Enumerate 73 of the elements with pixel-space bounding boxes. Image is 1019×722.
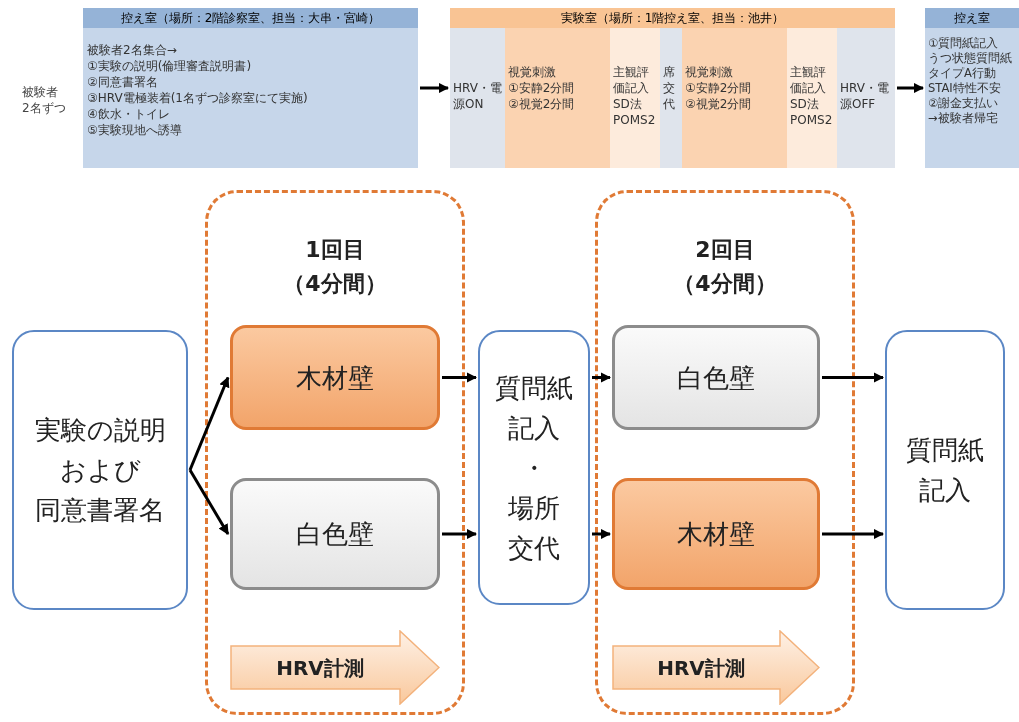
- wall-box: [612, 325, 820, 430]
- list-item: 被験者2名集合→: [86, 42, 178, 58]
- step-text: ①安静2分間: [508, 80, 576, 96]
- arrow: [897, 82, 925, 94]
- header-bar: 実験室（場所：1階控え室、担当：池井）: [450, 8, 895, 28]
- list-item: ①実験の説明(倫理審査説明書): [86, 58, 253, 74]
- arrow: [420, 82, 450, 94]
- step-column: [505, 28, 610, 168]
- step-text: HRV・電源ON: [453, 80, 503, 112]
- box-text: 木材壁: [677, 518, 755, 551]
- arrow: [822, 372, 885, 383]
- arrow: [188, 469, 230, 535]
- arrow-label: HRV計測: [656, 654, 746, 682]
- list-item: STAI特性不安: [927, 81, 1002, 96]
- list-item: タイプA行動: [927, 66, 997, 81]
- step-column: [450, 28, 505, 168]
- step-text: SD法: [613, 96, 643, 112]
- step-column: [660, 28, 682, 168]
- arrow: [592, 528, 612, 540]
- arrow: [442, 372, 478, 383]
- step-text: ①安静2分間: [685, 80, 753, 96]
- list-item: ①質問紙記入: [927, 36, 1000, 51]
- step-text: 主観評価記入: [613, 64, 650, 96]
- step-column: [837, 28, 895, 168]
- session-heading: 2回目（4分間）: [672, 236, 778, 298]
- header-bar: 控え室: [925, 8, 1019, 28]
- session-group: [205, 190, 465, 715]
- side-note: 被験者2名ずつ: [22, 84, 67, 116]
- step-text: 主観評価記入: [790, 64, 827, 96]
- box-text: 実験の説明および同意書署名: [34, 414, 166, 527]
- session-heading: 1回目（4分間）: [282, 236, 388, 298]
- step-column: [682, 28, 787, 168]
- box-text: 白色壁: [296, 518, 374, 551]
- session-group: [595, 190, 855, 715]
- list-item: →被験者帰宅: [927, 111, 999, 126]
- process-box: [885, 330, 1005, 610]
- box-text: 質問紙記入: [906, 434, 984, 507]
- step-text: POMS2: [790, 112, 834, 128]
- arrow: [822, 528, 885, 540]
- step-text: POMS2: [613, 112, 657, 128]
- arrow: [188, 376, 230, 471]
- box-text: 質問紙記入・場所交代: [495, 371, 573, 565]
- step-text: ②視覚2分間: [685, 96, 753, 112]
- room-block: [83, 8, 418, 168]
- arrow: [592, 372, 612, 383]
- process-box: [12, 330, 188, 610]
- list-item: ③HRV電極装着(1名ずつ診察室にて実施): [86, 90, 309, 106]
- list-item: ②同意書署名: [86, 74, 159, 90]
- header-bar: 控え室（場所：2階診察室、担当：大串・宮崎）: [83, 8, 418, 28]
- step-text: 席交代: [663, 64, 676, 112]
- list-item: ④飲水・トイレ: [86, 106, 171, 122]
- block-arrow: [612, 630, 820, 705]
- arrow-label: HRV計測: [275, 654, 365, 682]
- process-box: [478, 330, 590, 605]
- box-text: 木材壁: [296, 361, 374, 395]
- wall-box: [230, 325, 440, 430]
- room-block: [925, 8, 1019, 168]
- step-text: 視覚刺激: [685, 64, 734, 80]
- step-text: HRV・電源OFF: [840, 80, 890, 112]
- step-text: SD法: [790, 96, 820, 112]
- step-column: [610, 28, 660, 168]
- list-item: うつ状態質問紙: [927, 51, 1013, 66]
- list-item: ⑤実験現地へ誘導: [86, 122, 183, 138]
- step-column: [787, 28, 837, 168]
- box-text: 白色壁: [677, 361, 755, 395]
- wall-box: [230, 478, 440, 590]
- block-arrow: [230, 630, 440, 705]
- step-text: ②視覚2分間: [508, 96, 576, 112]
- wall-box: [612, 478, 820, 590]
- room-block: [450, 8, 895, 168]
- step-text: 視覚刺激: [508, 64, 557, 80]
- list-item: ②謝金支払い: [927, 96, 1000, 111]
- arrow: [442, 528, 478, 540]
